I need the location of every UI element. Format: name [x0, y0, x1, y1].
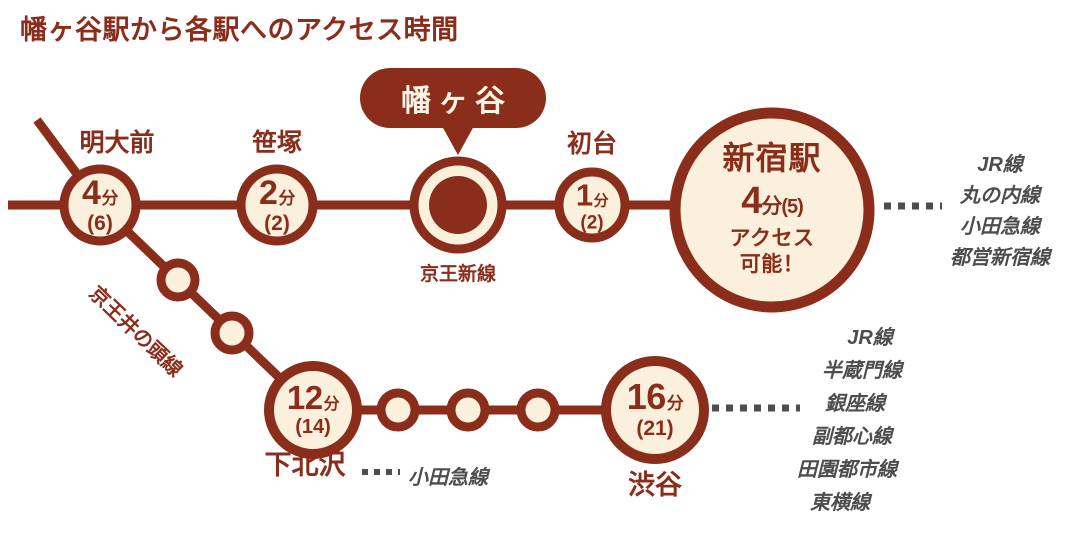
shinjuku-unit: 分 — [761, 194, 782, 218]
station-circle-hatagaya-inner — [429, 176, 487, 234]
station-label-shibuya: 渋谷 — [628, 470, 682, 500]
station-circle-shimokitazawa[interactable] — [264, 361, 362, 459]
hatagaya-sub-label: 京王新線 — [419, 264, 497, 285]
line-name: 都営新宿線 — [950, 247, 1050, 269]
line-name: 副都心線 — [812, 426, 892, 448]
station-label-meidaimae: 明大前 — [79, 129, 155, 157]
line-name: 田園都市線 — [797, 459, 897, 481]
shibuya-connected-lines: JR線 半蔵門線 銀座線 副都心線 田園都市線 東横線 — [797, 327, 902, 526]
shinjuku-connected-lines: JR線 丸の内線 小田急線 都営新宿線 — [950, 155, 1050, 279]
hatagaya-badge-pointer — [442, 126, 474, 155]
station-circle-hatsudai[interactable] — [554, 167, 630, 243]
station-label-sasazuka: 笹塚 — [251, 129, 303, 157]
station-label-hatsudai: 初台 — [566, 130, 618, 158]
line-name: 丸の内線 — [960, 185, 1040, 207]
shinjuku-minutes: 4 — [741, 179, 762, 222]
hatagaya-badge-label: 幡ヶ谷 — [401, 85, 512, 118]
shinjuku-name: 新宿駅 — [722, 140, 822, 177]
station-label-shimokitazawa: 下北沢 — [264, 450, 346, 480]
intermediate-dot — [210, 311, 254, 355]
inokashira-rail-lower — [96, 201, 317, 414]
line-name: 小田急線 — [960, 216, 1040, 238]
line-name: 東横線 — [810, 492, 870, 514]
line-name: 半蔵門線 — [822, 360, 902, 382]
station-circle-shibuya[interactable] — [601, 356, 709, 464]
page-title: 幡ヶ谷駅から各駅へのアクセス時間 — [20, 15, 459, 45]
intermediate-dot — [446, 388, 490, 432]
station-circle-sasazuka[interactable] — [236, 164, 318, 246]
intermediate-dot — [156, 258, 200, 302]
odakyu-line-label: 小田急線 — [408, 467, 488, 489]
station-circle-meidaimae[interactable] — [59, 164, 141, 246]
hatagaya-badge — [360, 68, 546, 128]
station-circle-shinjuku[interactable] — [669, 107, 875, 313]
shinjuku-access-line1: アクセス — [729, 227, 815, 251]
shinjuku-access-line2: 可能！ — [739, 252, 805, 276]
line-name: JR線 — [977, 154, 1023, 176]
intermediate-dot — [516, 388, 560, 432]
line-name: 銀座線 — [825, 393, 885, 415]
shinjuku-content: 新宿駅 4分(5) アクセス 可能！ — [722, 142, 821, 276]
shinjuku-paren: (5) — [781, 195, 803, 218]
line-name: JR線 — [847, 327, 893, 349]
intermediate-dot — [376, 388, 420, 432]
